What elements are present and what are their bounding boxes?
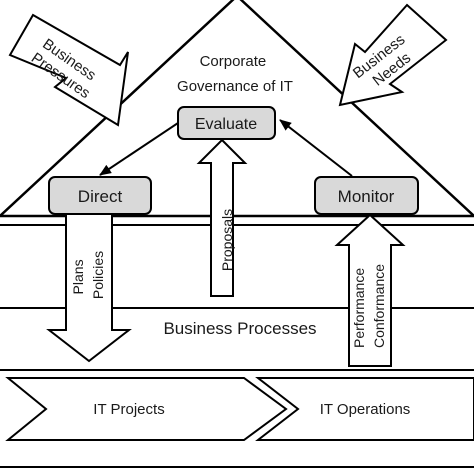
monitor-box: Monitor bbox=[314, 176, 419, 215]
direct-box: Direct bbox=[48, 176, 152, 215]
svg-text:Plans Policies: Plans Policies bbox=[70, 251, 106, 299]
evaluate-box: Evaluate bbox=[177, 106, 276, 140]
proposals-arrow: Proposals bbox=[196, 138, 248, 297]
diagram-title: Corporate Governance of IT bbox=[177, 53, 293, 95]
it-projects-chevron: IT Projects bbox=[5, 377, 288, 441]
plans-policies-arrow: Plans Policies bbox=[46, 213, 132, 363]
performance-conformance-arrow: Performance Conformance bbox=[334, 213, 406, 367]
it-projects-label: IT Projects bbox=[93, 401, 164, 418]
evaluate-label: Evaluate bbox=[195, 116, 257, 133]
evaluate-to-direct-arrow bbox=[99, 122, 179, 176]
svg-text:Proposals: Proposals bbox=[219, 209, 235, 271]
title-line1: Corporate bbox=[200, 53, 267, 70]
business-pressures-arrow: Business Pressures bbox=[8, 13, 129, 127]
it-operations-label: IT Operations bbox=[320, 401, 411, 418]
business-processes-label: Business Processes bbox=[163, 319, 316, 338]
business-needs-arrow: Business Needs bbox=[338, 3, 448, 107]
plans-label: Plans bbox=[70, 259, 86, 294]
monitor-to-evaluate-arrow bbox=[279, 119, 353, 177]
policies-label: Policies bbox=[90, 251, 106, 299]
it-operations-chevron: IT Operations bbox=[255, 377, 474, 441]
svg-text:Performance Conformance: Performance Conformance bbox=[351, 264, 387, 348]
title-line2: Governance of IT bbox=[177, 78, 293, 95]
performance-label: Performance bbox=[351, 268, 367, 348]
proposals-label: Proposals bbox=[219, 209, 235, 271]
direct-label: Direct bbox=[78, 187, 123, 206]
conformance-label: Conformance bbox=[371, 264, 387, 348]
monitor-label: Monitor bbox=[338, 187, 395, 206]
